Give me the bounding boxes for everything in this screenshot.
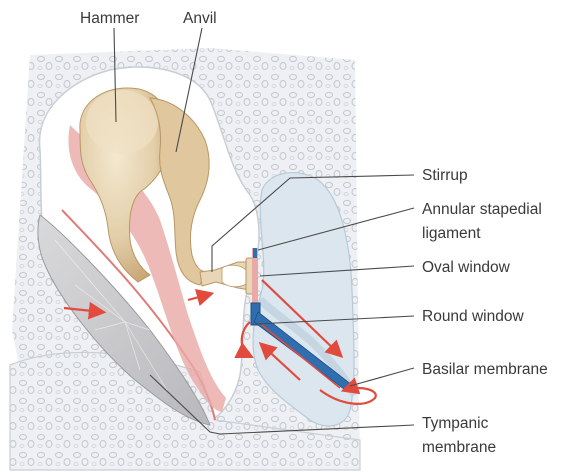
label-anvil: Anvil xyxy=(183,10,217,27)
label-stirrup: Stirrup xyxy=(422,167,468,184)
oval-window xyxy=(252,248,258,306)
leader-basilar xyxy=(350,368,414,386)
label-oval-window: Oval window xyxy=(422,259,511,276)
label-annular-line1: Annular stapedial xyxy=(422,201,542,218)
label-tympanic-line1: Tympanic xyxy=(422,415,489,432)
label-hammer: Hammer xyxy=(80,10,139,27)
label-basilar-membrane: Basilar membrane xyxy=(422,361,548,378)
label-tympanic-line2: membrane xyxy=(422,439,496,456)
label-annular-line2: ligament xyxy=(422,225,481,242)
label-round-window: Round window xyxy=(422,308,524,325)
